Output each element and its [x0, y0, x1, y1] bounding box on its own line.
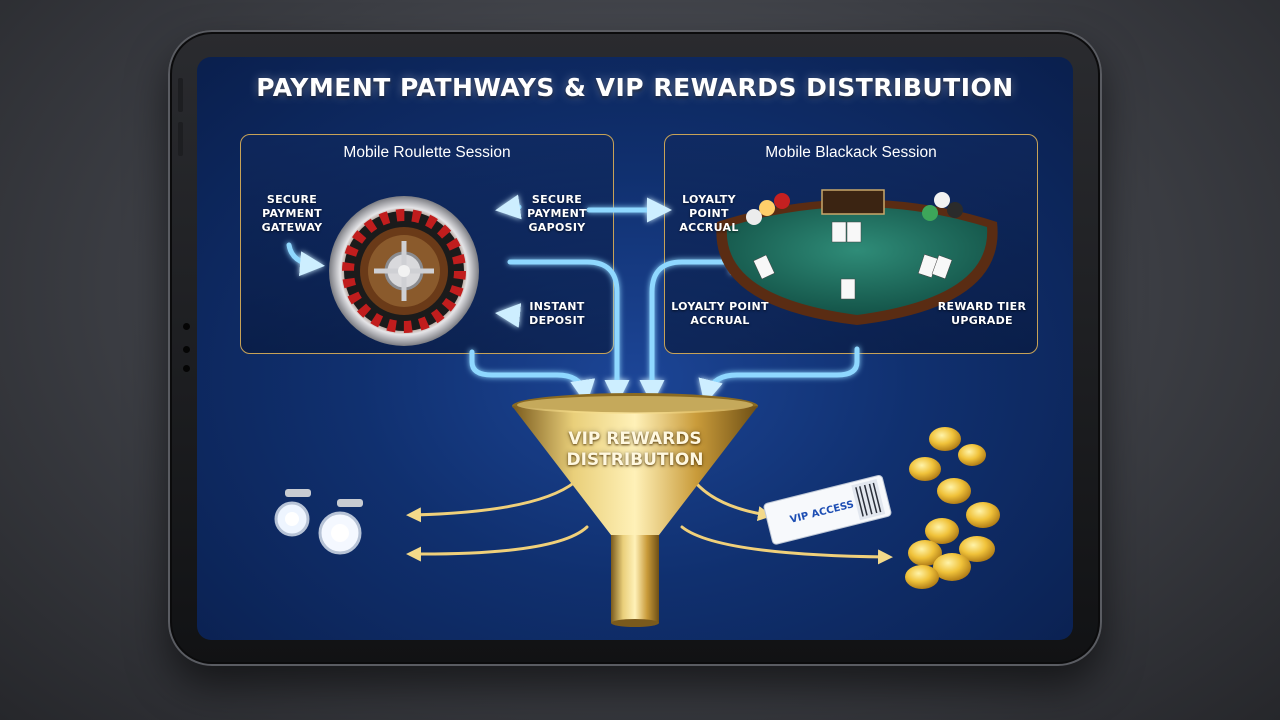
diagram-artwork	[274, 189, 1000, 627]
loyalty-point-accrual-lower-label: LOYALTY POINT ACCRUAL	[671, 300, 769, 327]
cufflinks-icon	[274, 489, 363, 555]
gold-coins-icon	[905, 427, 1000, 589]
volume-button	[178, 78, 183, 112]
roulette-wheel-icon	[329, 196, 479, 346]
camera-dot	[183, 323, 190, 330]
flow-arrows	[286, 194, 860, 405]
instant-deposit-label: INSTANT DEPOSIT	[529, 300, 585, 327]
blackjack-table-icon	[716, 189, 998, 325]
blackjack-panel-title: Mobile Blackack Session	[765, 144, 937, 161]
vip-ticket-icon	[763, 475, 892, 545]
loyalty-point-accrual-label: LOYALTY POINT ACCRUAL	[679, 193, 739, 234]
diagram-title: PAYMENT PATHWAYS & VIP REWARDS DISTRIBUT…	[256, 73, 1014, 102]
secure-payment-gateway-label: SECURE PAYMENT GATEWAY	[261, 193, 323, 234]
reward-tier-upgrade-label: REWARD TIER UPGRADE	[937, 300, 1027, 327]
tablet-screen: PAYMENT PATHWAYS & VIP REWARDS DISTRIBUT…	[197, 57, 1073, 640]
vip-rewards-distribution-label: VIP REWARDS DISTRIBUTION	[566, 429, 704, 470]
secure-payment-gaposiy-label: SECURE PAYMENT GAPOSIY	[527, 193, 587, 234]
roulette-panel-title: Mobile Roulette Session	[343, 144, 511, 161]
reward-arrows	[406, 480, 893, 565]
volume-button	[178, 122, 183, 156]
vip-funnel-icon	[512, 393, 758, 627]
camera-dot	[183, 346, 190, 353]
camera-dot	[183, 365, 190, 372]
